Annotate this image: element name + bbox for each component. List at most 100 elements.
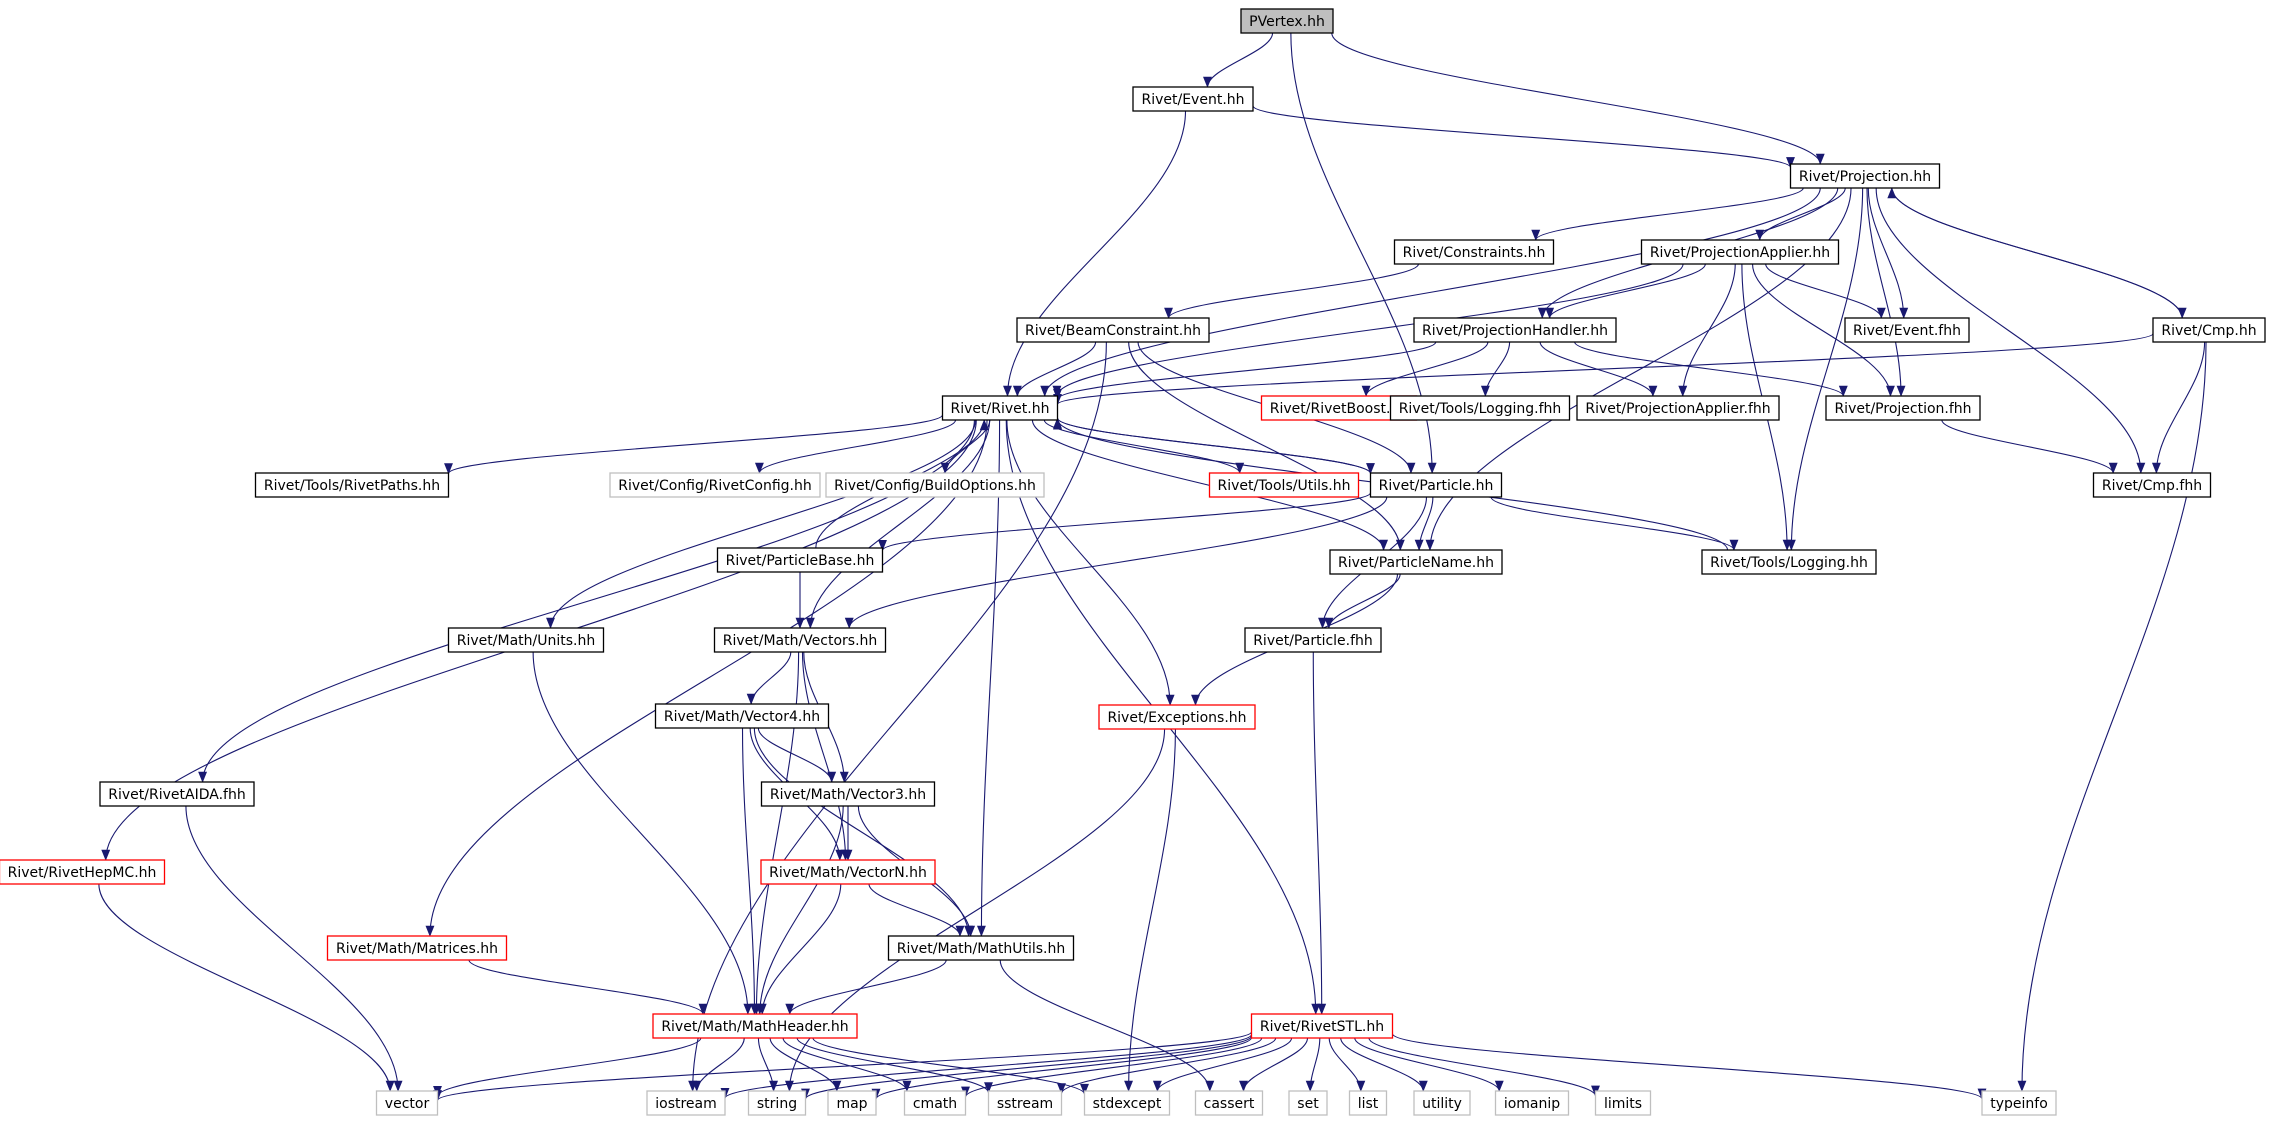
node-label: sstream [997, 1096, 1053, 1112]
node-buildoptions-hh[interactable]: Rivet/Config/BuildOptions.hh [825, 472, 1045, 498]
node-units-hh[interactable]: Rivet/Math/Units.hh [447, 627, 605, 653]
node-vectorn-hh[interactable]: Rivet/Math/VectorN.hh [760, 859, 936, 885]
node-constraints-hh[interactable]: Rivet/Constraints.hh [1393, 239, 1555, 265]
arrowhead [1494, 1080, 1504, 1092]
node-pvertex[interactable]: PVertex.hh [1240, 8, 1334, 34]
arrowhead [844, 617, 854, 629]
edge-rivetstl-hh-to-vector [436, 1031, 1253, 1101]
node-rivethepmc-hh[interactable]: Rivet/RivetHepMC.hh [0, 859, 166, 885]
node-projection-fhh[interactable]: Rivet/Projection.fhh [1825, 395, 1981, 421]
node-list[interactable]: list [1348, 1090, 1388, 1116]
node-tools-logging-fhh[interactable]: Rivet/Tools/Logging.fhh [1389, 395, 1571, 421]
node-rivetconfig-hh[interactable]: Rivet/Config/RivetConfig.hh [609, 472, 821, 498]
node-mathutils-hh[interactable]: Rivet/Math/MathUtils.hh [887, 935, 1075, 961]
arrowhead [1406, 462, 1416, 474]
node-cmp-hh[interactable]: Rivet/Cmp.hh [2152, 317, 2266, 343]
node-cmath[interactable]: cmath [903, 1090, 967, 1116]
arrowhead [1899, 307, 1909, 319]
node-particle-hh[interactable]: Rivet/Particle.hh [1369, 472, 1503, 498]
node-matrices-hh[interactable]: Rivet/Math/Matrices.hh [326, 935, 508, 961]
node-label: Rivet/RivetSTL.hh [1260, 1019, 1384, 1035]
edge-projhandler-hh-to-rivetboost-hh [1365, 341, 1489, 397]
node-label: Rivet/RivetHepMC.hh [8, 865, 157, 881]
node-stdexcept[interactable]: stdexcept [1083, 1090, 1171, 1116]
edge-rivetstl-hh-to-map [875, 1037, 1253, 1100]
node-box [1348, 1090, 1388, 1116]
node-event-fhh[interactable]: Rivet/Event.fhh [1844, 317, 1970, 343]
node-label: Rivet/Cmp.fhh [2102, 478, 2202, 494]
edge-exceptions-hh-to-stdexcept [1128, 728, 1176, 1092]
node-vector4-hh[interactable]: Rivet/Math/Vector4.hh [654, 703, 830, 729]
node-label: Rivet/Constraints.hh [1403, 245, 1546, 261]
node-box [887, 935, 1075, 961]
node-box [1981, 1090, 2057, 1116]
node-limits[interactable]: limits [1594, 1090, 1652, 1116]
node-utils-hh[interactable]: Rivet/Tools/Utils.hh [1208, 472, 1360, 498]
arrowhead [1305, 1080, 1315, 1092]
node-tools-logging-hh[interactable]: Rivet/Tools/Logging.hh [1701, 549, 1877, 575]
arrowhead [1876, 307, 1886, 319]
node-mathheader-hh[interactable]: Rivet/Math/MathHeader.hh [652, 1013, 858, 1039]
node-label: Rivet/Math/Units.hh [457, 633, 595, 649]
edge-vector3-hh-to-mathheader-hh [759, 805, 844, 1015]
node-label: Rivet/ProjectionHandler.hh [1422, 323, 1608, 339]
node-typeinfo[interactable]: typeinfo [1981, 1090, 2057, 1116]
node-particlename-hh[interactable]: Rivet/ParticleName.hh [1329, 549, 1503, 575]
node-vectors-hh[interactable]: Rivet/Math/Vectors.hh [713, 627, 887, 653]
arrowhead [444, 463, 453, 475]
node-vector[interactable]: vector [375, 1090, 439, 1116]
dependency-arrowheads [101, 76, 2187, 1102]
node-projhandler-hh[interactable]: Rivet/ProjectionHandler.hh [1413, 317, 1617, 343]
node-box [1413, 317, 1617, 343]
node-iomanip[interactable]: iomanip [1494, 1090, 1570, 1116]
edge-rivet-hh-to-vectors-hh [809, 419, 991, 629]
node-box [1594, 1090, 1652, 1116]
node-rivetpaths-hh[interactable]: Rivet/Tools/RivetPaths.hh [254, 472, 450, 498]
node-box [1640, 239, 1840, 265]
node-label: Rivet/Particle.fhh [1253, 633, 1373, 649]
node-set[interactable]: set [1288, 1090, 1328, 1116]
node-sstream[interactable]: sstream [987, 1090, 1063, 1116]
node-projection-hh[interactable]: Rivet/Projection.hh [1789, 163, 1941, 189]
node-rivetstl-hh[interactable]: Rivet/RivetSTL.hh [1250, 1013, 1394, 1039]
node-particle-fhh[interactable]: Rivet/Particle.fhh [1244, 627, 1382, 653]
edge-vectors-hh-to-vectorn-hh [801, 651, 847, 861]
edge-particle-hh-to-rivet-hh [1056, 417, 1372, 474]
edge-vectors-hh-to-vector4-hh [750, 651, 792, 705]
node-label: cassert [1204, 1096, 1255, 1112]
node-vector3-hh[interactable]: Rivet/Math/Vector3.hh [760, 781, 936, 807]
node-label: Rivet/Projection.fhh [1834, 401, 1971, 417]
node-utility[interactable]: utility [1413, 1090, 1471, 1116]
arrowhead [1164, 307, 1173, 319]
edge-event-hh-to-rivet-hh [1006, 110, 1187, 397]
edge-rivet-hh-to-units-hh [549, 419, 977, 629]
arrowhead [1040, 385, 1050, 397]
node-rivet-hh[interactable]: Rivet/Rivet.hh [941, 395, 1059, 421]
edge-projapplier-hh-to-rivet-hh [1056, 263, 1684, 397]
arrowhead [746, 693, 756, 705]
edge-pvertex-to-projection-hh [1331, 32, 1821, 165]
node-event-hh[interactable]: Rivet/Event.hh [1132, 86, 1254, 112]
node-projapplier-fhh[interactable]: Rivet/ProjectionApplier.fhh [1576, 395, 1780, 421]
node-cmp-fhh[interactable]: Rivet/Cmp.fhh [2092, 472, 2212, 498]
node-box [447, 627, 605, 653]
node-label: Rivet/Event.hh [1141, 92, 1244, 108]
edge-projapplier-hh-to-projhandler-hh [1549, 263, 1706, 319]
node-rivetaida-fhh[interactable]: Rivet/RivetAIDA.fhh [99, 781, 255, 807]
node-projapplier-hh[interactable]: Rivet/ProjectionApplier.hh [1640, 239, 1840, 265]
arrowhead [976, 925, 986, 937]
node-map[interactable]: map [827, 1090, 877, 1116]
node-box [1389, 395, 1571, 421]
node-exceptions-hh[interactable]: Rivet/Exceptions.hh [1098, 704, 1256, 730]
node-label: Rivet/Math/MathUtils.hh [897, 941, 1066, 957]
node-string[interactable]: string [747, 1090, 807, 1116]
edge-projapplier-hh-to-projection-fhh [1751, 263, 1892, 397]
node-iostream[interactable]: iostream [646, 1090, 726, 1116]
node-cassert[interactable]: cassert [1194, 1090, 1264, 1116]
arrowhead [984, 1082, 993, 1094]
node-particlebase-hh[interactable]: Rivet/ParticleBase.hh [716, 547, 884, 573]
node-beamconstraint-hh[interactable]: Rivet/BeamConstraint.hh [1016, 317, 1210, 343]
arrowhead [1003, 385, 1012, 397]
node-box [1240, 8, 1334, 34]
